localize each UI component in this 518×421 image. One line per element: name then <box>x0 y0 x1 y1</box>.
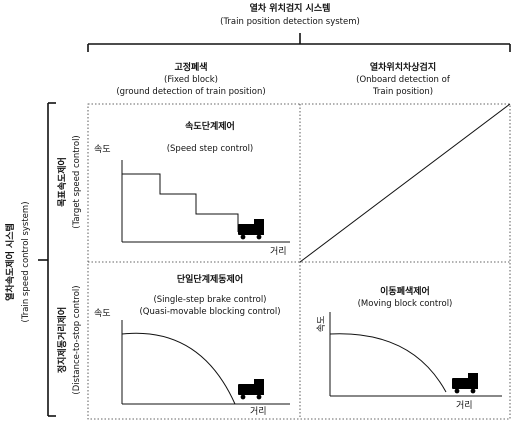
moving-block-title-ko: 이동폐색제어 <box>380 285 430 297</box>
single-step-curve <box>121 332 236 405</box>
moving-block-title-en: (Moving block control) <box>358 299 453 309</box>
col-fixed-block-line1: (Fixed block) <box>164 75 218 85</box>
row-distance-stop-en: (Distance-to-stop control) <box>72 285 82 394</box>
moving-block-curve <box>329 333 447 393</box>
col-fixed-block-title: 고정폐색 <box>174 61 207 73</box>
system-title-en: (Train position detection system) <box>220 17 360 27</box>
train-icon <box>452 373 478 394</box>
speed-step-xlabel: 거리 <box>270 246 287 257</box>
single-step-ylabel: 속도 <box>94 308 111 319</box>
col-onboard-line2: Train position) <box>372 87 433 97</box>
moving-block-axes <box>329 312 502 397</box>
col-onboard-title: 열차위치차상검지 <box>370 61 436 73</box>
speed-system-title-en: (Train speed control system) <box>21 201 31 322</box>
train-icon <box>238 379 264 400</box>
single-step-axes <box>121 320 290 405</box>
speed-step-title-en: (Speed step control) <box>167 144 254 154</box>
speed-step-curve <box>122 173 239 232</box>
single-step-xlabel: 거리 <box>250 406 267 417</box>
single-step-line2: (Quasi-movable blocking control) <box>139 307 280 317</box>
speed-step-ylabel: 속도 <box>94 144 111 155</box>
left-bracket <box>38 102 56 417</box>
moving-block-ylabel: 속도 <box>316 316 327 333</box>
system-title-ko: 열차 위치검지 시스템 <box>250 2 331 14</box>
col-onboard-line1: (Onboard detection of <box>356 75 451 85</box>
single-step-title-ko: 단일단계제동제어 <box>177 273 243 285</box>
speed-system-title-ko: 열차속도제어 시스템 <box>4 223 16 301</box>
train-icon <box>238 219 264 240</box>
row-target-speed-en: (Target speed control) <box>72 135 82 228</box>
top-bracket <box>87 33 511 52</box>
row-distance-stop-ko: 정지제동거리제어 <box>56 307 68 373</box>
col-fixed-block-line2: (ground detection of train position) <box>116 87 265 97</box>
speed-step-axes <box>121 160 290 243</box>
single-step-line1: (Single-step brake control) <box>153 295 266 305</box>
onboard-speed-diagonal <box>299 103 511 263</box>
speed-step-title-ko: 속도단계제어 <box>185 120 235 132</box>
row-target-speed-ko: 목표속도제어 <box>56 157 68 207</box>
moving-block-xlabel: 거리 <box>456 400 473 411</box>
